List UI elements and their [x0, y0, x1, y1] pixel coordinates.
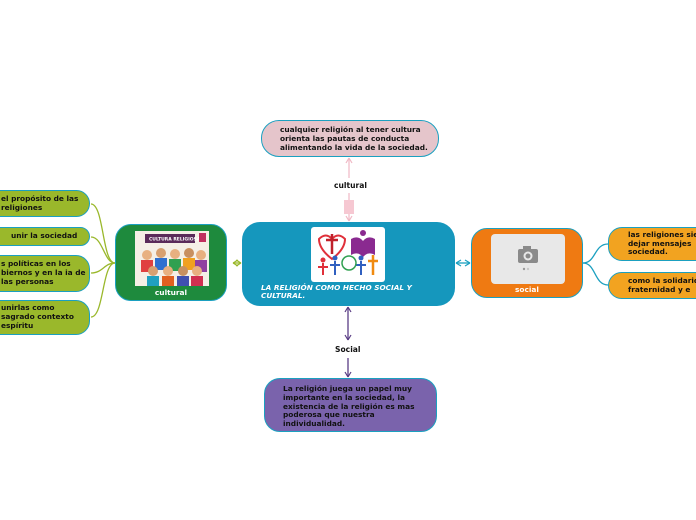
cultural-child-text: s políticas en los biernos y en la ia de…: [1, 259, 86, 286]
cultural-note-text: cualquier religión al tener cultura orie…: [280, 125, 428, 152]
cultural-child-text: unirlas como sagrado contexto espíritu: [1, 303, 74, 330]
camera-icon: [491, 234, 565, 284]
cultural-image-title: CULTURA RELIGIOSA: [149, 237, 201, 243]
cultural-connector-label: cultural: [334, 181, 368, 190]
cultural-image: CULTURA RELIGIOSA: [135, 231, 209, 286]
cultural-topic[interactable]: CULTURA RELIGIOSA cultural: [115, 224, 227, 301]
religion-symbols-icon: [311, 227, 385, 282]
cultural-child-text: unir la sociedad: [11, 231, 78, 241]
cultural-child-4[interactable]: unirlas como sagrado contexto espíritu: [0, 300, 90, 335]
social-topic-label: social: [515, 285, 539, 294]
social-topic[interactable]: social: [471, 228, 583, 298]
central-title: LA RELIGIÓN COMO HECHO SOCIAL Y CULTURAL…: [261, 283, 412, 301]
cultural-note[interactable]: cualquier religión al tener cultura orie…: [261, 120, 439, 157]
social-note[interactable]: La religión juega un papel muy important…: [264, 378, 437, 432]
social-note-text: La religión juega un papel muy important…: [283, 384, 415, 429]
cultural-child-3[interactable]: s políticas en los biernos y en la ia de…: [0, 255, 90, 292]
cultural-child-text: el propósito de las religiones: [1, 193, 79, 212]
cultural-child-1[interactable]: el propósito de las religiones: [0, 190, 90, 217]
social-connector-label: Social: [335, 345, 361, 354]
cultural-topic-label: cultural: [154, 288, 188, 297]
cultural-child-2[interactable]: unir la sociedad: [0, 227, 90, 246]
social-child-text: las religiones siem a dejar mensajes soc…: [628, 229, 696, 257]
social-child-2[interactable]: como la solidarida la fraternidad y e: [608, 272, 696, 299]
central-topic[interactable]: LA RELIGIÓN COMO HECHO SOCIAL Y CULTURAL…: [242, 222, 455, 306]
social-child-text: como la solidarida la fraternidad y e: [628, 275, 696, 294]
social-child-1[interactable]: las religiones siem a dejar mensajes soc…: [608, 227, 696, 261]
